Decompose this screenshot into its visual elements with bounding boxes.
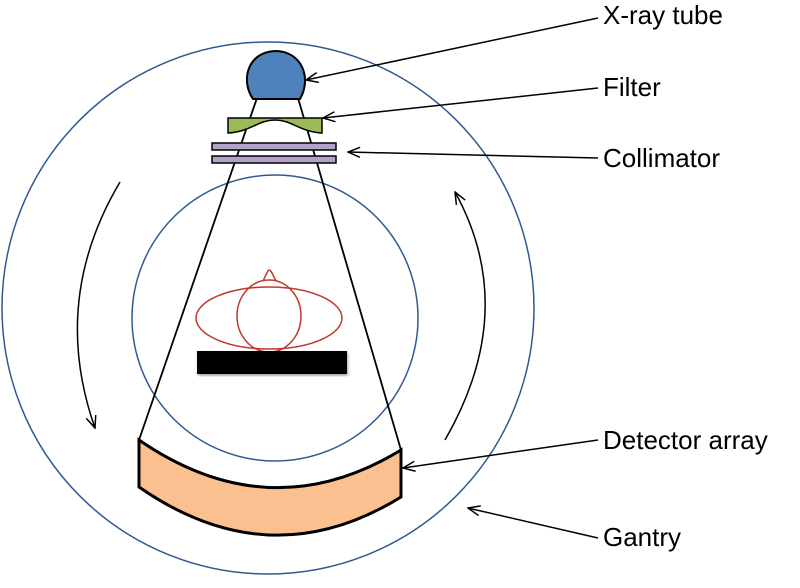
label-xray-tube: X-ray tube [603, 0, 723, 30]
gantry-outer-circle [1, 41, 535, 575]
collimator-plate-bottom [211, 155, 337, 164]
detector-array-shape [137, 437, 403, 537]
gantry-bore-circle [131, 174, 419, 462]
patient-table [197, 351, 347, 374]
xray-beam [138, 97, 402, 451]
filter-shape [227, 117, 323, 134]
label-gantry: Gantry [603, 522, 682, 552]
label-detector-array: Detector array [603, 425, 768, 455]
label-collimator: Collimator [603, 143, 721, 173]
label-leader-lines [306, 17, 599, 539]
patient-outline [195, 269, 343, 353]
rotation-arrow-left [76, 181, 121, 428]
rotation-arrow-right [444, 192, 486, 441]
collimator-plate-top [211, 142, 337, 151]
label-filter: Filter [603, 72, 661, 102]
xray-tube-shape [245, 49, 306, 100]
